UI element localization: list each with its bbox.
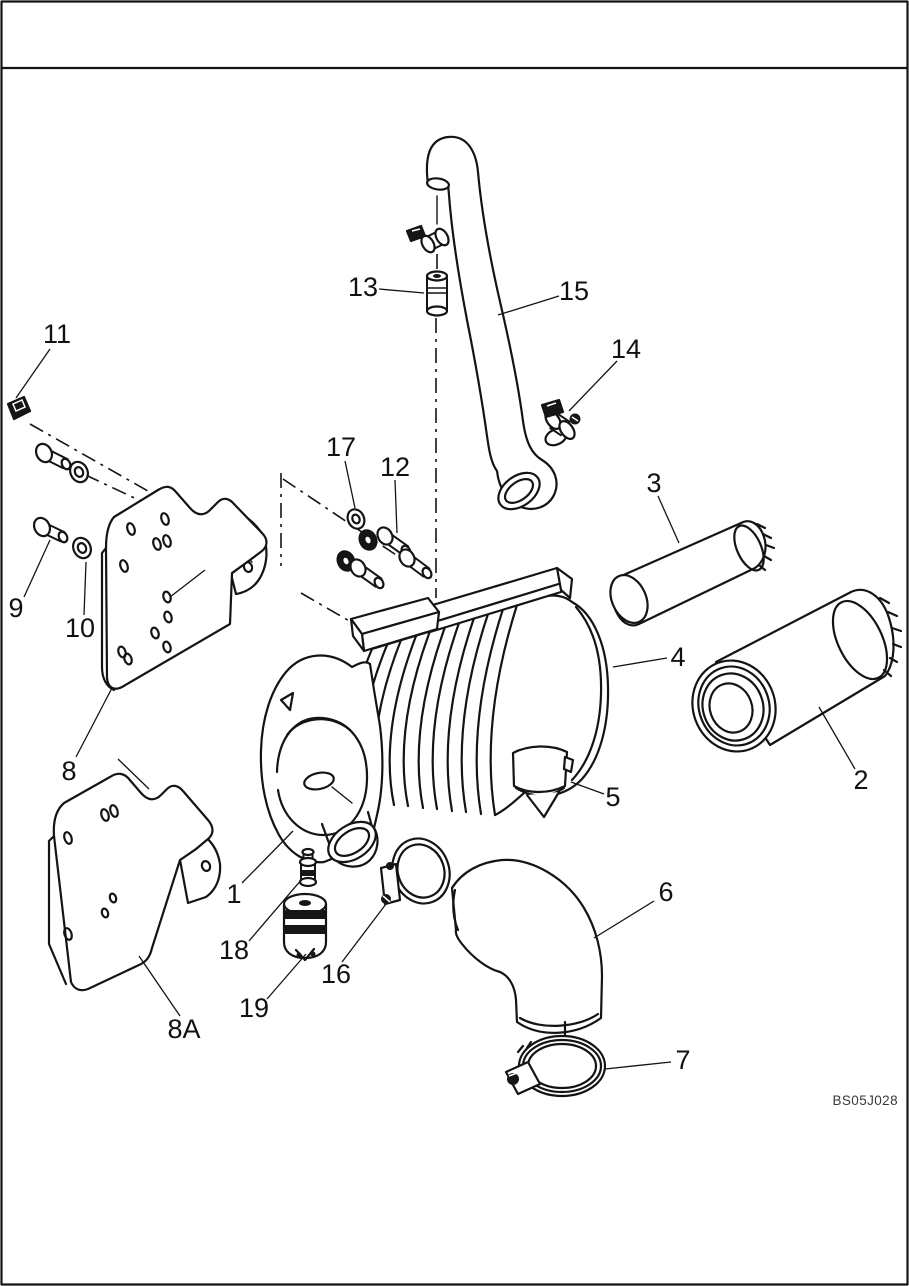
part-16-clamp [379,837,451,906]
part-14-clamp [540,398,581,447]
callout-9-label: 9 [8,593,23,623]
callout-15-leader [497,295,560,316]
callout-19-leader [266,953,307,1000]
part-18-fitting [298,847,318,888]
part-19-dust-valve [282,892,328,962]
callout-6-leader [593,900,655,939]
part-17-washers [336,508,378,572]
part-4-air-cleaner-housing [259,566,610,868]
callout-7-label: 7 [675,1045,690,1075]
part-9-bolts [32,442,72,544]
callout-2-label: 2 [853,765,868,795]
part-8a-mounting-plate [47,772,222,992]
figure-code: BS05J028 [833,1093,899,1108]
mounting-rail-front [349,596,441,653]
callout-17-label: 17 [326,432,356,462]
part-7-hose-clamp [504,1034,607,1098]
part-10-washers [69,460,92,560]
callout-15-label: 15 [559,276,589,306]
callout-2-leader [818,706,856,770]
callout-13-label: 13 [348,272,378,302]
callout-8A-leader [138,955,181,1017]
callout-6-label: 6 [658,877,673,907]
part-2-filter-element [691,588,903,753]
callout-12-label: 12 [380,452,410,482]
callout-8A-label: 8A [167,1014,200,1044]
part-5-outlet [511,745,575,819]
callout-3-label: 3 [646,468,661,498]
callout-18-leader [248,878,303,942]
callout-16-label: 16 [321,959,351,989]
callout-18-label: 18 [219,935,249,965]
callout-13-leader [378,288,425,294]
callout-8-label: 8 [61,756,76,786]
callout-14-label: 14 [611,334,641,364]
part-13-fitting [405,224,450,317]
part-3-inlet-pipe [609,520,776,627]
callout-12-leader [394,479,398,534]
callout-19-label: 19 [239,993,269,1023]
callout-10-label: 10 [65,613,95,643]
callout-4-leader [612,657,668,668]
callout-11-label: 11 [43,319,71,349]
callout-10-leader [83,561,87,616]
callout-4-label: 4 [670,642,685,672]
part-12-bolts [349,526,433,590]
callout-9-leader [23,539,51,598]
bellows-ribs [344,603,519,817]
callout-11-leader [15,348,51,399]
part-6-elbow-hose [450,858,604,1090]
part-11-nut [6,395,32,421]
callout-16-leader [341,903,387,963]
callout-1-leader [241,830,294,884]
callout-8-leader [75,687,113,758]
part-8-mounting-plate [100,485,268,692]
callout-17-leader [344,460,356,509]
part-15-intake-tube [425,135,558,511]
callout-14-leader [568,360,618,412]
callout-5-label: 5 [605,782,620,812]
callout-1-label: 1 [226,879,241,909]
callout-5-leader [570,781,605,795]
callout-labels: 11 9 10 8 8A 17 12 13 15 14 3 4 2 5 1 18 19 16 6 7 [8,272,868,1075]
callout-3-leader [657,495,680,544]
part-1-cover [259,654,384,868]
callout-7-leader [604,1061,672,1070]
